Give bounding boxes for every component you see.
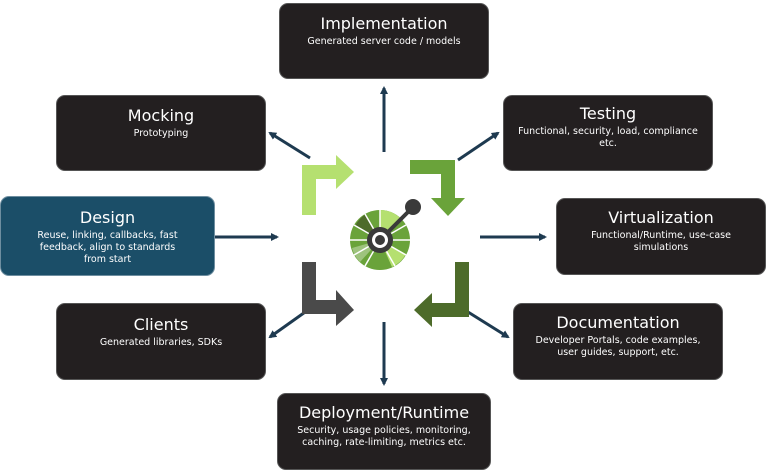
testing-title: Testing xyxy=(579,104,637,123)
clients-title: Clients xyxy=(133,315,189,334)
documentation-description: Developer Portals, code examples, user g… xyxy=(535,335,701,358)
mocking-title: Mocking xyxy=(127,106,195,125)
arrow-to-clients xyxy=(268,308,309,339)
documentation-node: Documentation Developer Portals, code ex… xyxy=(513,303,723,380)
arrow-to-documentation xyxy=(467,310,510,339)
connector-arrows xyxy=(215,86,547,386)
deployment-title: Deployment/Runtime xyxy=(298,403,470,422)
testing-node: Testing Functional, security, load, comp… xyxy=(503,95,713,171)
deployment-node: Deployment/Runtime Security, usage polic… xyxy=(277,393,491,470)
implementation-node: Implementation Generated server code / m… xyxy=(279,3,489,79)
implementation-title: Implementation xyxy=(320,14,448,33)
cycle-arrow-icon xyxy=(414,262,469,327)
virtualization-node: Virtualization Functional/Runtime, use-c… xyxy=(556,198,766,275)
deployment-description: Security, usage policies, monitoring, ca… xyxy=(297,425,471,448)
arrow-to-mocking xyxy=(268,131,311,160)
clients-description: Generated libraries, SDKs xyxy=(99,337,223,348)
openapi-logo-icon xyxy=(350,199,421,270)
clients-node: Clients Generated libraries, SDKs xyxy=(56,303,266,380)
mocking-node: Mocking Prototyping xyxy=(56,95,266,171)
testing-description: Functional, security, load, compliance e… xyxy=(518,126,698,149)
virtualization-title: Virtualization xyxy=(608,208,714,227)
cycle-arrow-icon xyxy=(302,262,354,326)
design-node: Design Reuse, linking, callbacks, fast f… xyxy=(0,196,215,276)
cycle-arrow-icon xyxy=(302,155,354,215)
virtualization-description: Functional/Runtime, use-case simulations xyxy=(591,230,731,253)
design-description: Reuse, linking, callbacks, fast feedback… xyxy=(37,230,178,265)
documentation-title: Documentation xyxy=(556,313,680,332)
mocking-description: Prototyping xyxy=(133,128,189,139)
cycle-arrow-icon xyxy=(410,160,465,216)
arrow-to-testing xyxy=(457,131,500,162)
design-title: Design xyxy=(79,208,136,227)
implementation-description: Generated server code / models xyxy=(307,36,461,47)
